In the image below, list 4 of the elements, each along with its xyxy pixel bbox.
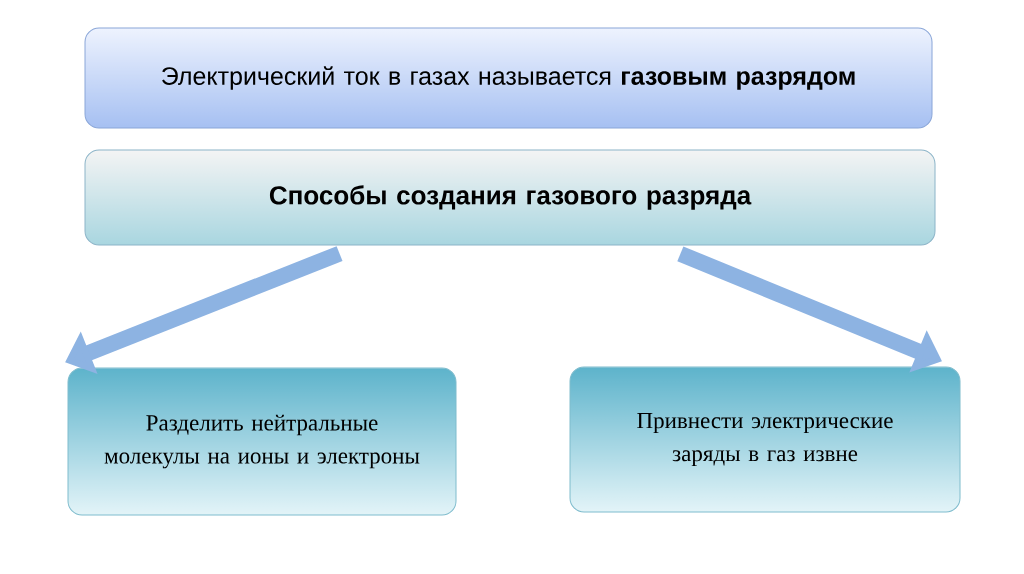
method-box: Привнести электрические заряды в газ извне bbox=[569, 366, 961, 513]
heading-box: Способы создания газового разряда bbox=[84, 149, 936, 246]
method-box: Разделить нейтральные молекулы на ионы и электроны bbox=[67, 367, 457, 516]
definition-box: Электрический ток в газах называется газовым разрядом bbox=[84, 27, 933, 129]
